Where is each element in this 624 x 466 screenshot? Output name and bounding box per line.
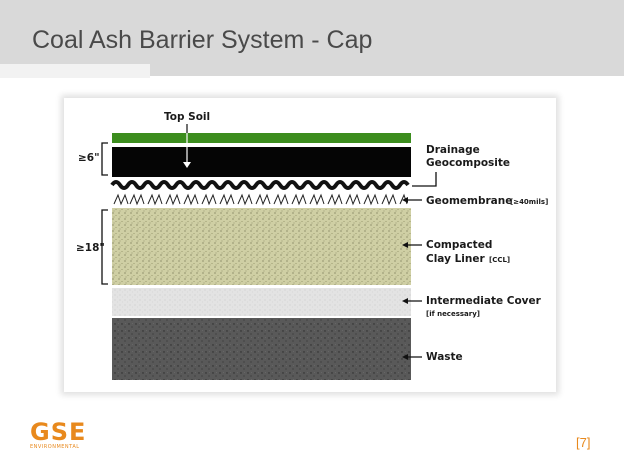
clay-label-line1: Compacted [426, 239, 492, 251]
clay-label-line2: Clay Liner [426, 253, 485, 265]
cap-diagram-svg: ≥6" ≥18" Top Soil Drainage Geocomposite … [76, 111, 548, 380]
drainage-layer [112, 147, 411, 177]
drainage-label-line1: Drainage [426, 144, 480, 156]
geomembrane-layer [112, 193, 411, 206]
geocomposite-wave-layer [110, 179, 411, 192]
dimension-bottom-label: ≥18" [76, 242, 105, 254]
clay-liner-layer [112, 208, 411, 285]
drainage-pointer [412, 172, 437, 187]
drainage-label-line2: Geocomposite [426, 157, 510, 169]
logo-subtitle: ENVIRONMENTAL [30, 444, 80, 450]
bracket-bottom [101, 209, 108, 285]
page-number: [7] [576, 435, 591, 450]
waste-label: Waste [426, 351, 463, 363]
top-soil-arrow-head [183, 162, 191, 168]
logo-wordmark: GSE [30, 418, 87, 446]
gse-logo: GSE ENVIRONMENTAL [30, 420, 86, 450]
header-band [0, 0, 624, 76]
header-tab-accent [0, 64, 150, 78]
waste-layer [112, 318, 411, 380]
intermediate-cover-layer [112, 288, 411, 316]
cap-diagram: ≥6" ≥18" Top Soil Drainage Geocomposite … [64, 98, 556, 392]
dimension-top-label: ≥6" [78, 152, 100, 164]
geomembrane-label: Geomembrane [426, 195, 512, 207]
geomembrane-note: [≥40mils] [510, 198, 548, 206]
intermediate-label: Intermediate Cover [426, 295, 542, 307]
clay-note: [CCL] [489, 256, 510, 264]
intermediate-note: [if necessary] [426, 310, 480, 318]
bracket-top [101, 142, 108, 176]
top-soil-label: Top Soil [164, 111, 210, 123]
topsoil-layer [112, 133, 411, 143]
slide-title: Coal Ash Barrier System - Cap [32, 26, 373, 54]
